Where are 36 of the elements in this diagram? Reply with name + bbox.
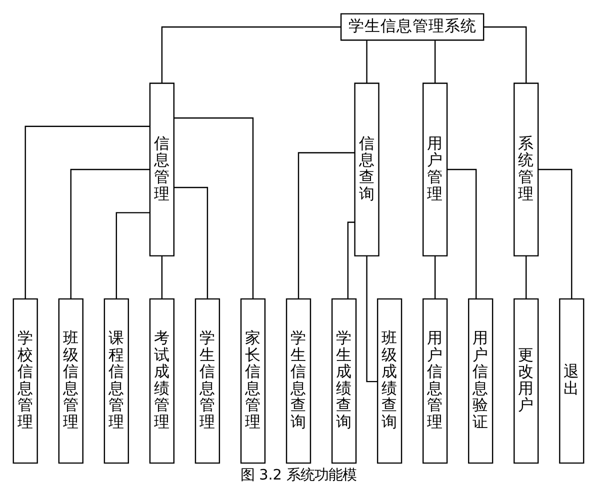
connector	[538, 168, 572, 298]
connector	[70, 168, 150, 298]
node-box: 学生信息管理系统	[340, 12, 484, 40]
node-box: 课程信息管理	[104, 298, 129, 464]
connector	[434, 40, 436, 83]
node-box: 学生信息查询	[286, 298, 312, 464]
node-box: 用户信息验证	[468, 298, 494, 464]
node-box: 信息查询	[354, 82, 380, 256]
connector	[174, 116, 254, 298]
connector	[447, 168, 477, 298]
connector	[24, 125, 150, 298]
node-box: 班级信息管理	[58, 298, 84, 464]
node-box: 系统管理	[514, 82, 539, 256]
node-box: 学校信息管理	[12, 298, 38, 464]
node-box: 班级成绩查询	[376, 298, 402, 464]
node-box: 用户管理	[422, 82, 448, 256]
connector	[484, 26, 527, 82]
node-box: 用户信息管理	[422, 298, 448, 464]
connector	[161, 26, 341, 82]
node-box: 家长信息管理	[240, 298, 266, 464]
connector	[434, 255, 436, 298]
node-box: 更改用户	[514, 298, 539, 464]
node-box: 考试成绩管理	[149, 298, 174, 464]
connector	[526, 255, 527, 298]
connector	[298, 152, 355, 298]
connector	[366, 40, 368, 83]
connector	[174, 186, 208, 298]
caption: 图 3.2 系统功能模	[240, 466, 356, 483]
connector	[366, 256, 378, 382]
node-box: 信息管理	[149, 82, 174, 256]
node-box: 退出	[559, 298, 584, 464]
connector	[161, 255, 163, 298]
connector	[116, 212, 150, 298]
node-box: 学生信息管理	[194, 298, 220, 464]
node-box: 学生成绩查询	[331, 298, 357, 464]
connector	[347, 221, 355, 298]
